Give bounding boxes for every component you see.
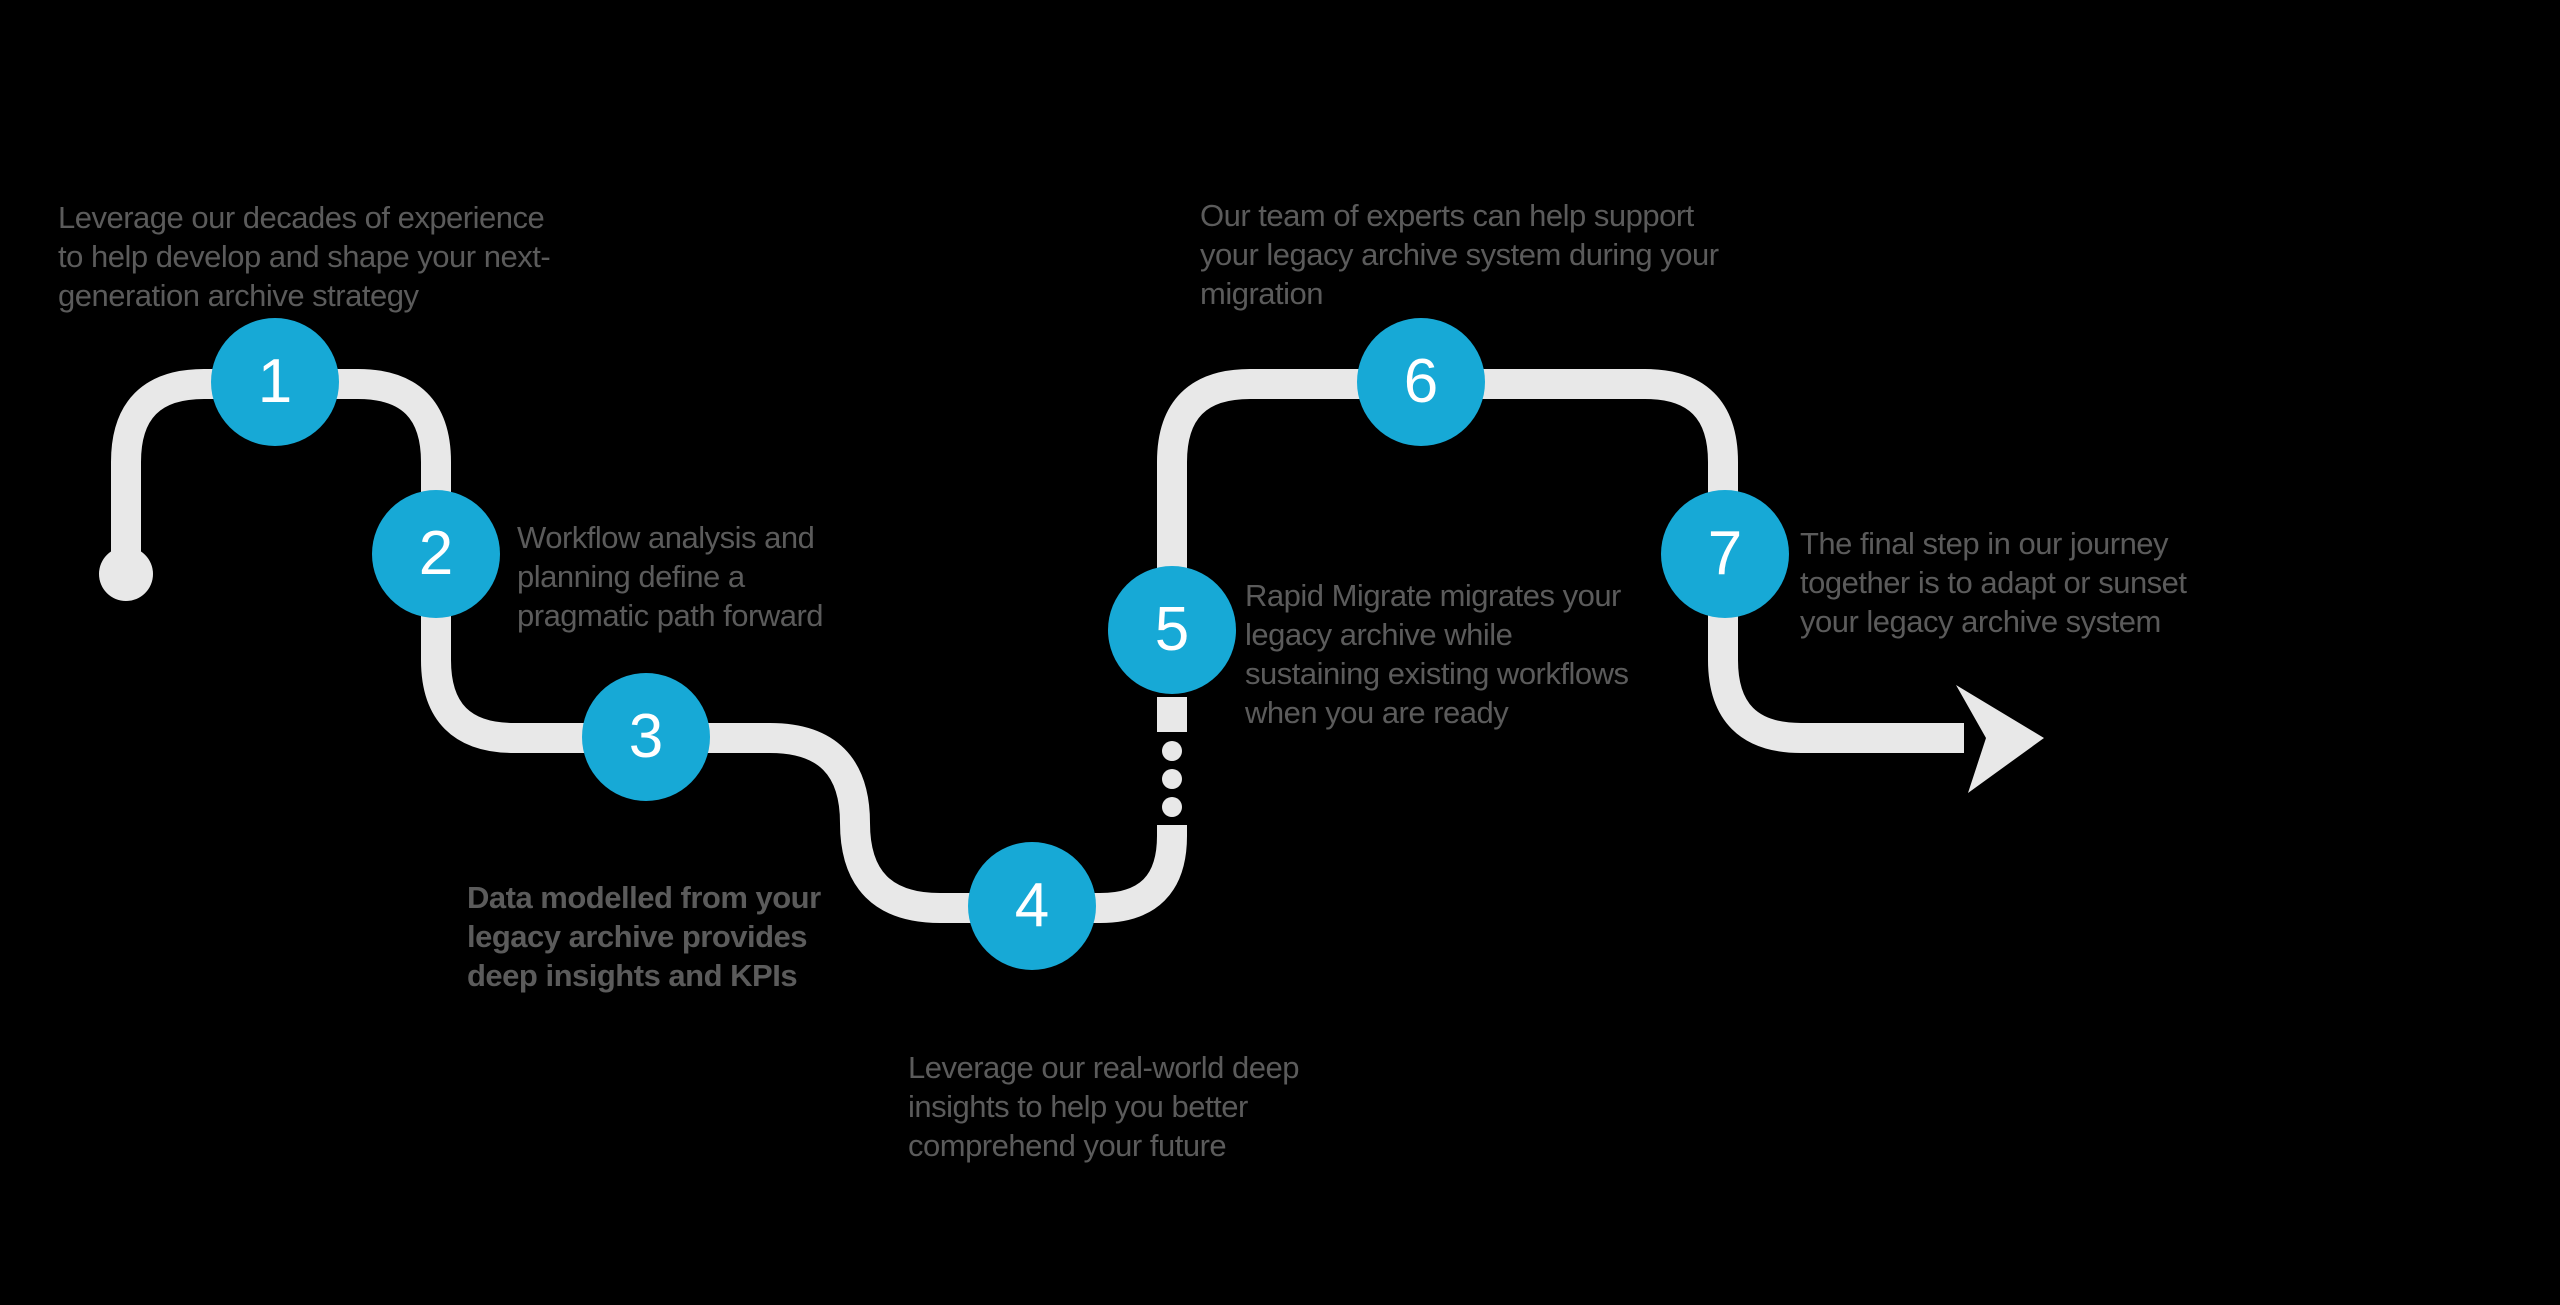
dotted-connector-dot-icon — [1162, 741, 1182, 761]
step-text-1: Leverage our decades of experience to he… — [58, 200, 551, 313]
step-text-2: Workflow analysis and planning define a … — [517, 520, 824, 633]
step-number-5: 5 — [1154, 595, 1190, 664]
step-number-7: 7 — [1707, 519, 1743, 588]
dotted-connector-dot-icon — [1162, 797, 1182, 817]
step-number-3: 3 — [628, 702, 664, 771]
path-segment-steps-5-to-7 — [1157, 369, 1964, 753]
step-circle-3: 3 — [582, 673, 710, 801]
step-number-2: 2 — [418, 519, 454, 588]
step-text-7: The final step in our journey together i… — [1800, 526, 2187, 639]
step-circle-1: 1 — [211, 318, 339, 446]
step-number-4: 4 — [1014, 871, 1050, 940]
step-circle-5: 5 — [1108, 566, 1236, 694]
step-text-3: Data modelled from your legacy archive p… — [467, 880, 821, 993]
dotted-connector-dot-icon — [1162, 769, 1182, 789]
arrow-head-icon — [1956, 685, 2044, 793]
step-number-1: 1 — [257, 347, 293, 416]
step-text-4: Leverage our real-world deep insights to… — [908, 1050, 1299, 1163]
step-circle-2: 2 — [372, 490, 500, 618]
step-number-6: 6 — [1403, 347, 1439, 416]
step-text-5: Rapid Migrate migrates your legacy archi… — [1245, 578, 1629, 730]
step-circle-4: 4 — [968, 842, 1096, 970]
step-circle-7: 7 — [1661, 490, 1789, 618]
path-segment-steps-1-to-4 — [111, 369, 1187, 923]
step-circle-6: 6 — [1357, 318, 1485, 446]
step-text-6: Our team of experts can help support you… — [1200, 198, 1719, 311]
